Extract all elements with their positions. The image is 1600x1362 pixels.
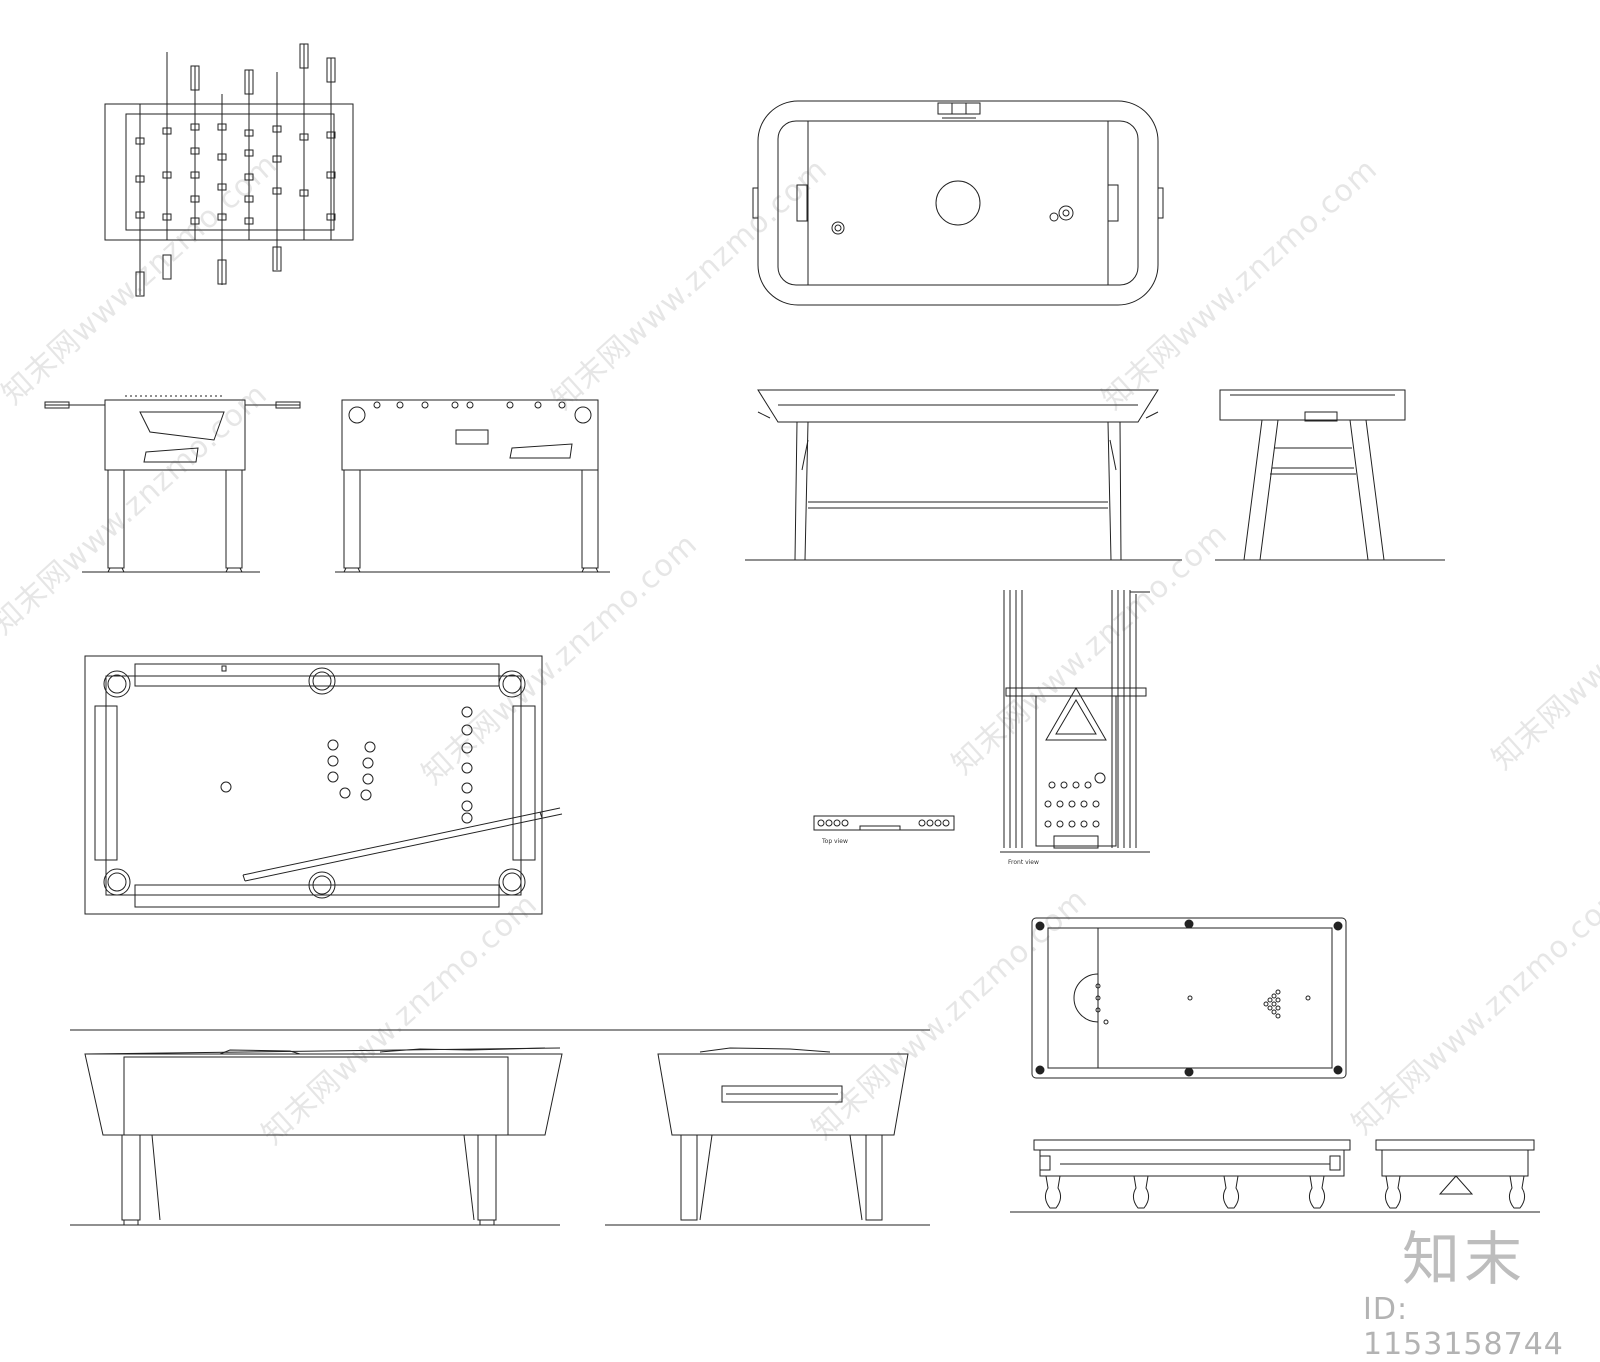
pool-balls bbox=[220, 706, 473, 824]
pool-table-top-view bbox=[84, 655, 563, 915]
id-label: ID: 1153158744 bbox=[1363, 1292, 1564, 1362]
pool-table-side-view bbox=[70, 1029, 930, 1226]
znzmo-logo: 知末 bbox=[1402, 1225, 1527, 1293]
foosball-rods bbox=[135, 43, 336, 297]
front-view-label: Front view bbox=[1008, 859, 1039, 866]
air-hockey-end-view bbox=[1215, 389, 1445, 561]
foosball-front-view bbox=[335, 399, 610, 573]
foosball-side-view bbox=[44, 395, 301, 573]
cue-rack-front-view: Front view bbox=[1000, 590, 1150, 866]
foosball-top-view bbox=[104, 43, 354, 297]
snooker-table-end-view bbox=[1375, 1139, 1535, 1209]
snooker-table-side-view bbox=[1010, 1139, 1540, 1213]
pool-table-end-view bbox=[605, 1047, 930, 1226]
top-view-label: Top view bbox=[821, 838, 848, 845]
air-hockey-top-view bbox=[752, 100, 1164, 306]
snooker-table-top-view bbox=[1031, 917, 1347, 1079]
cue-rack-top-view: Top view bbox=[813, 815, 955, 845]
rack-balls bbox=[1044, 772, 1106, 828]
pool-cue bbox=[242, 807, 563, 882]
foosball-players bbox=[135, 123, 336, 225]
air-hockey-side-view bbox=[745, 389, 1182, 561]
